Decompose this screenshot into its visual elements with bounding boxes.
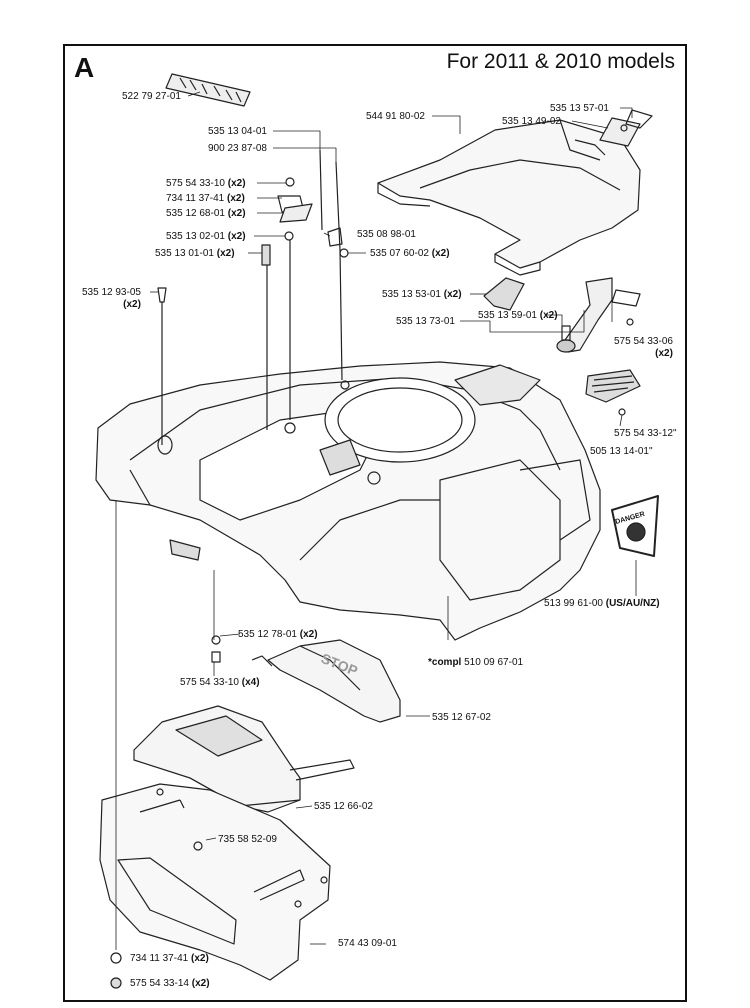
bracket-parts bbox=[483, 277, 641, 353]
grid-cover bbox=[585, 369, 641, 416]
callout-575-54-33-10-x2: 575 54 33-10 (x2) bbox=[166, 178, 246, 189]
danger-decal bbox=[611, 495, 659, 557]
callout-575-54-33-10-x4: 575 54 33-10 (x4) bbox=[180, 677, 260, 688]
callout-535-13-59-01: 535 13 59-01 (x2) bbox=[478, 310, 558, 321]
cable-and-fasteners bbox=[157, 149, 349, 445]
callout-535-12-68-01: 535 12 68-01 (x2) bbox=[166, 208, 246, 219]
leader-lines bbox=[115, 91, 637, 950]
callout-734-11-37-41-x2-top: 734 11 37-41 (x2) bbox=[166, 193, 245, 204]
callout-575-54-33-12: 575 54 33-12" bbox=[614, 428, 677, 439]
callout-535-08-98-01: 535 08 98-01 bbox=[357, 229, 416, 240]
callout-535-12-93-05: 535 12 93-05(x2) bbox=[82, 287, 141, 310]
diagram-frame bbox=[63, 44, 687, 1002]
callout-535-12-67-02: 535 12 67-02 bbox=[432, 712, 491, 723]
callout-544-91-80-02: 544 91 80-02 bbox=[366, 111, 425, 122]
bottom-washers bbox=[110, 952, 122, 989]
callout-535-13-73-01: 535 13 73-01 bbox=[396, 316, 455, 327]
callout-734-11-37-41-x2-bottom: 734 11 37-41 (x2) bbox=[130, 953, 209, 964]
callout-535-07-60-02: 535 07 60-02 (x2) bbox=[370, 248, 450, 259]
callout-535-13-01-01: 535 13 01-01 (x2) bbox=[155, 248, 235, 259]
callout-535-13-49-02: 535 13 49-02 bbox=[502, 116, 561, 127]
callout-535-13-57-01: 535 13 57-01 bbox=[550, 103, 609, 114]
callout-535-13-53-01: 535 13 53-01 (x2) bbox=[382, 289, 462, 300]
main-body bbox=[95, 361, 601, 641]
callout-735-58-52-09: 735 58 52-09 bbox=[218, 834, 277, 845]
callout-535-12-78-01: 535 12 78-01 (x2) bbox=[238, 629, 318, 640]
callout-compl-510-09-67-01: *compl 510 09 67-01 bbox=[428, 657, 524, 668]
callout-535-12-66-02: 535 12 66-02 bbox=[314, 801, 373, 812]
callout-575-54-33-06: 575 54 33-06(x2) bbox=[614, 336, 673, 359]
callout-574-43-09-01: 574 43 09-01 bbox=[338, 938, 397, 949]
model-note: For 2011 & 2010 models bbox=[446, 50, 675, 73]
latch-parts bbox=[599, 109, 653, 147]
front-bumper bbox=[99, 783, 331, 981]
callout-575-54-33-14: 575 54 33-14 (x2) bbox=[130, 978, 210, 989]
callout-900-23-87-08: 900 23 87-08 bbox=[208, 143, 267, 154]
callout-522-79-27-01: 522 79 27-01 bbox=[122, 91, 181, 102]
callout-535-13-04-01: 535 13 04-01 bbox=[208, 126, 267, 137]
top-cover bbox=[377, 119, 641, 276]
decal-strip bbox=[165, 73, 251, 107]
stop-cover: STOP bbox=[211, 635, 401, 723]
callout-513-99-61-00: 513 99 61-00 (US/AU/NZ) bbox=[544, 598, 660, 609]
display-panel bbox=[133, 705, 355, 813]
section-letter: A bbox=[74, 52, 95, 83]
callout-535-13-02-01: 535 13 02-01 (x2) bbox=[166, 231, 246, 242]
callout-505-13-14-01: 505 13 14-01" bbox=[590, 446, 653, 457]
